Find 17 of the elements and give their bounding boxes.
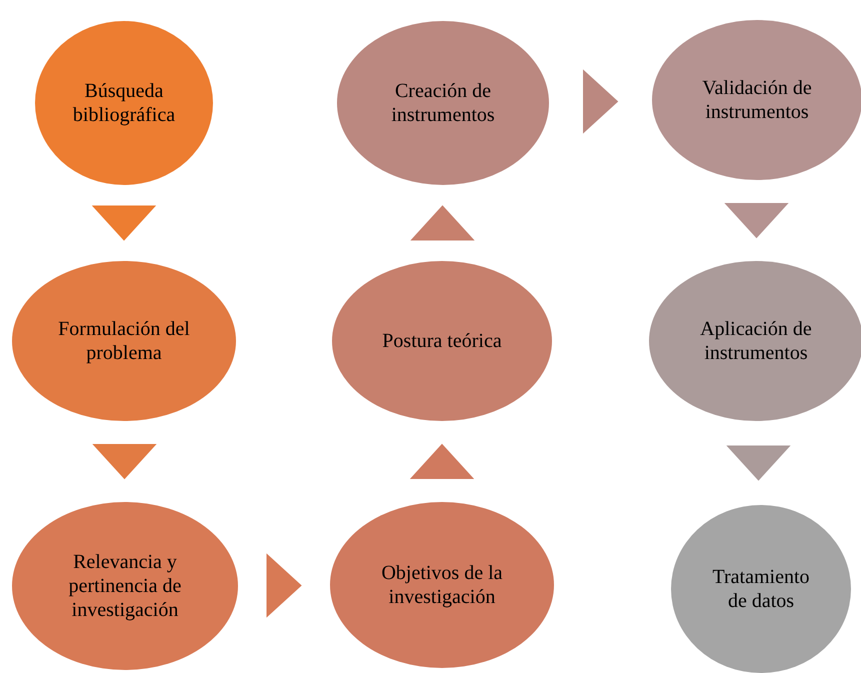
step-label: Búsqueda bibliográfica	[72, 79, 176, 127]
step-label: Postura teórica	[381, 329, 503, 353]
arrow	[410, 205, 475, 240]
arrow	[92, 206, 156, 241]
arrow	[583, 69, 618, 134]
arrow	[726, 446, 791, 481]
step-label: Tratamiento de datos	[711, 565, 810, 613]
arrow	[92, 444, 157, 480]
arrow	[410, 444, 474, 479]
step-label: Validación de instrumentos	[701, 76, 813, 124]
step-label: Formulación del problema	[57, 317, 191, 365]
step-label: Relevancia y pertinencia de investigación	[68, 550, 182, 622]
arrow	[724, 203, 789, 238]
step-label: Aplicación de instrumentos	[699, 317, 813, 365]
arrow	[266, 553, 302, 618]
step-label: Creación de instrumentos	[390, 79, 496, 127]
step-label: Objetivos de la investigación	[380, 561, 504, 609]
